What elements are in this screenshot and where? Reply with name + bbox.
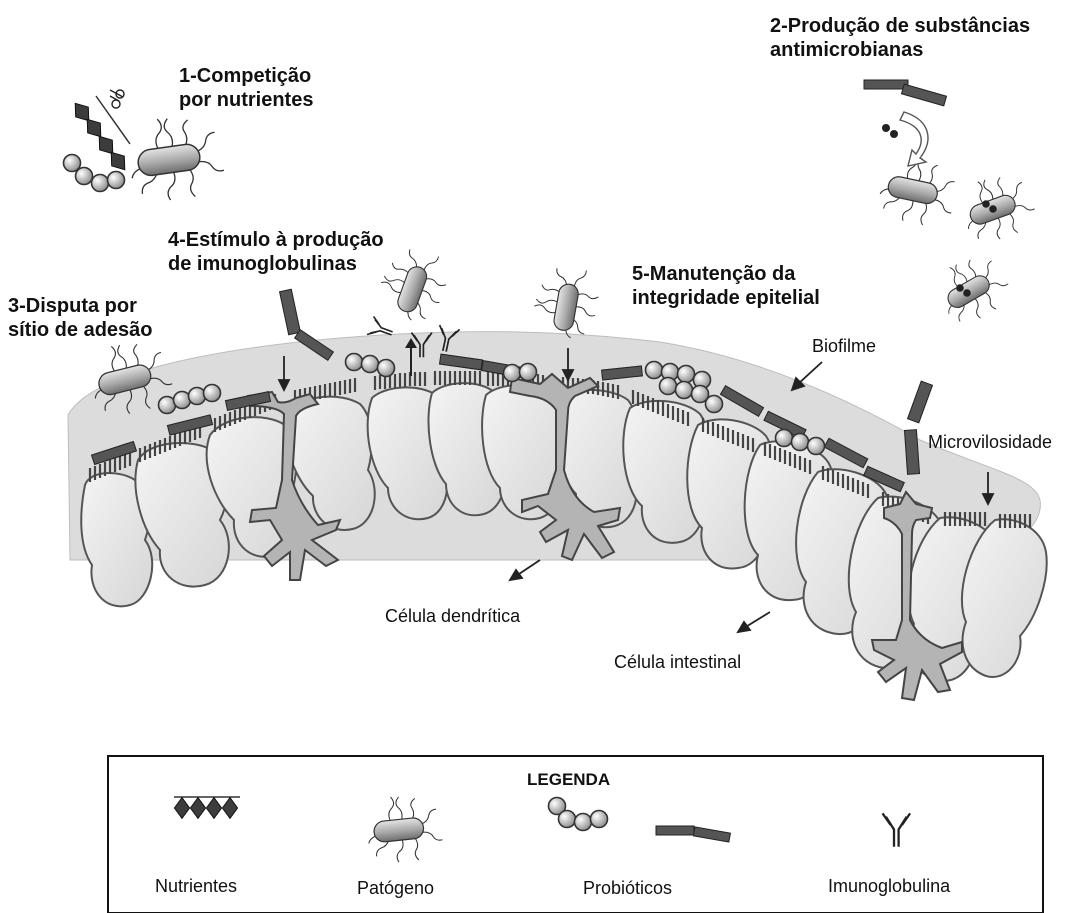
pathogen-m5 — [530, 263, 603, 342]
intestinal-cell-label: Célula intestinal — [614, 652, 741, 674]
legend-pathogen-label: Patógeno — [357, 878, 434, 900]
mechanism-4-line2: de imunoglobulinas — [168, 252, 384, 276]
microvilli-label: Microvilosidade — [928, 432, 1052, 454]
mechanism-5-line1: 5-Manutenção da — [632, 262, 820, 286]
legend-nutrients-label: Nutrientes — [155, 876, 237, 898]
mechanism-5-label: 5-Manutenção da integridade epitelial — [632, 262, 820, 311]
mechanism-4-line1: 4-Estímulo à produção — [168, 228, 384, 252]
pathogen-m2c — [929, 246, 1016, 330]
mechanism-5-line2: integridade epitelial — [632, 286, 820, 310]
mechanism-2-label: 2-Produção de substâncias antimicrobiana… — [770, 14, 1030, 63]
mechanism-3-line1: 3-Disputa por — [8, 294, 153, 318]
pathogen-m1 — [125, 111, 228, 205]
mechanism-4-label: 4-Estímulo à produção de imunoglobulinas — [168, 228, 384, 277]
scissors-icon — [110, 90, 124, 108]
legend-title: LEGENDA — [527, 770, 610, 791]
biofilm-label: Biofilme — [812, 336, 876, 358]
pathogen-m2b — [954, 167, 1040, 248]
mechanism-1-line1: 1-Competição — [179, 64, 313, 88]
pathogen-m4 — [373, 241, 454, 327]
curved-arrow — [900, 112, 928, 166]
legend-immunoglobulin-label: Imunoglobulina — [828, 876, 950, 898]
mechanism-1-line2: por nutrientes — [179, 88, 313, 112]
legend-probiotics-label: Probióticos — [583, 878, 672, 900]
mechanism-1-label: 1-Competição por nutrientes — [179, 64, 313, 113]
mechanism-3-line2: sítio de adesão — [8, 318, 153, 342]
mechanism-2-line1: 2-Produção de substâncias — [770, 14, 1030, 38]
mechanism-3-label: 3-Disputa por sítio de adesão — [8, 294, 153, 343]
dendritic-cell-label: Célula dendrítica — [385, 606, 520, 628]
mechanism-2-line2: antimicrobianas — [770, 38, 1030, 62]
